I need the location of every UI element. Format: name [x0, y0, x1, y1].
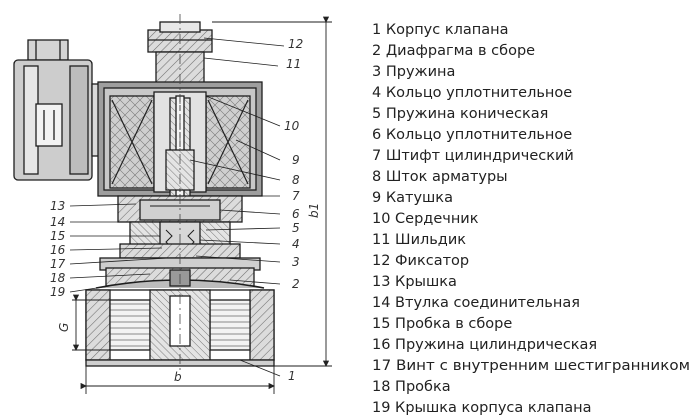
legend-item: 15 Пробка в сборе: [372, 316, 512, 332]
callout-8: 8: [292, 173, 300, 187]
legend-item: 7 Штифт цилиндрический: [372, 148, 574, 164]
callout-3: 3: [292, 255, 300, 269]
callout-9: 9: [292, 153, 300, 167]
valve-drawing: [13, 14, 332, 394]
callout-2: 2: [292, 277, 300, 291]
legend-item: 12 Фиксатор: [372, 253, 469, 269]
legend-item: 19 Крышка корпуса клапана: [372, 400, 592, 416]
callout-7: 7: [292, 189, 300, 203]
dimension-label-b: b: [174, 370, 182, 384]
legend-item: 10 Сердечник: [372, 211, 479, 227]
leader-lines-right: [189, 37, 285, 377]
callout-13: 13: [50, 199, 65, 213]
legend-item: 4 Кольцо уплотнительное: [372, 85, 572, 101]
callout-5: 5: [292, 221, 300, 235]
callout-1: 1: [288, 369, 296, 383]
callout-19: 19: [50, 285, 65, 299]
legend-item: 11 Шильдик: [372, 232, 466, 248]
parts-legend: 1 Корпус клапана 2 Диафрагма в сборе 3 П…: [372, 22, 690, 416]
legend-item: 3 Пружина: [372, 64, 455, 80]
callout-4: 4: [292, 237, 300, 251]
legend-item: 14 Втулка соединительная: [372, 295, 580, 311]
legend-item: 13 Крышка: [372, 274, 457, 290]
callout-15: 15: [50, 229, 65, 243]
callouts-left: 13 14 15 16 17 18 19: [50, 199, 66, 299]
callout-11: 11: [286, 57, 301, 71]
dimension-b1: [212, 16, 332, 367]
legend-item: 9 Катушка: [372, 190, 453, 206]
connector-plug: [13, 39, 103, 181]
legend-item: 5 Пружина коническая: [372, 106, 548, 122]
legend-item: 2 Диафрагма в сборе: [372, 43, 535, 59]
callout-18: 18: [50, 271, 66, 285]
callout-16: 16: [50, 243, 66, 257]
callout-10: 10: [284, 119, 300, 133]
legend-item: 1 Корпус клапана: [372, 22, 509, 38]
callout-14: 14: [50, 215, 65, 229]
legend-item: 18 Пробка: [372, 379, 451, 395]
legend-item: 8 Шток арматуры: [372, 169, 508, 185]
leader-lines-left: [69, 203, 169, 293]
callout-12: 12: [288, 37, 303, 51]
callout-6: 6: [292, 207, 300, 221]
legend-item: 17 Винт с внутренним шестигранником: [372, 358, 690, 374]
legend-item: 6 Кольцо уплотнительное: [372, 127, 572, 143]
dimension-label-b1: b1: [307, 203, 321, 218]
callouts-right: 12 11 10 9 8 7 6 5 4 3 2: [284, 37, 303, 291]
callout-17: 17: [50, 257, 66, 271]
legend-item: 16 Пружина цилиндрическая: [372, 337, 597, 353]
valve-body: [85, 289, 275, 367]
dimension-label-g: G: [57, 323, 71, 332]
dimension-g: [72, 294, 110, 351]
dimension-b: [80, 366, 275, 394]
